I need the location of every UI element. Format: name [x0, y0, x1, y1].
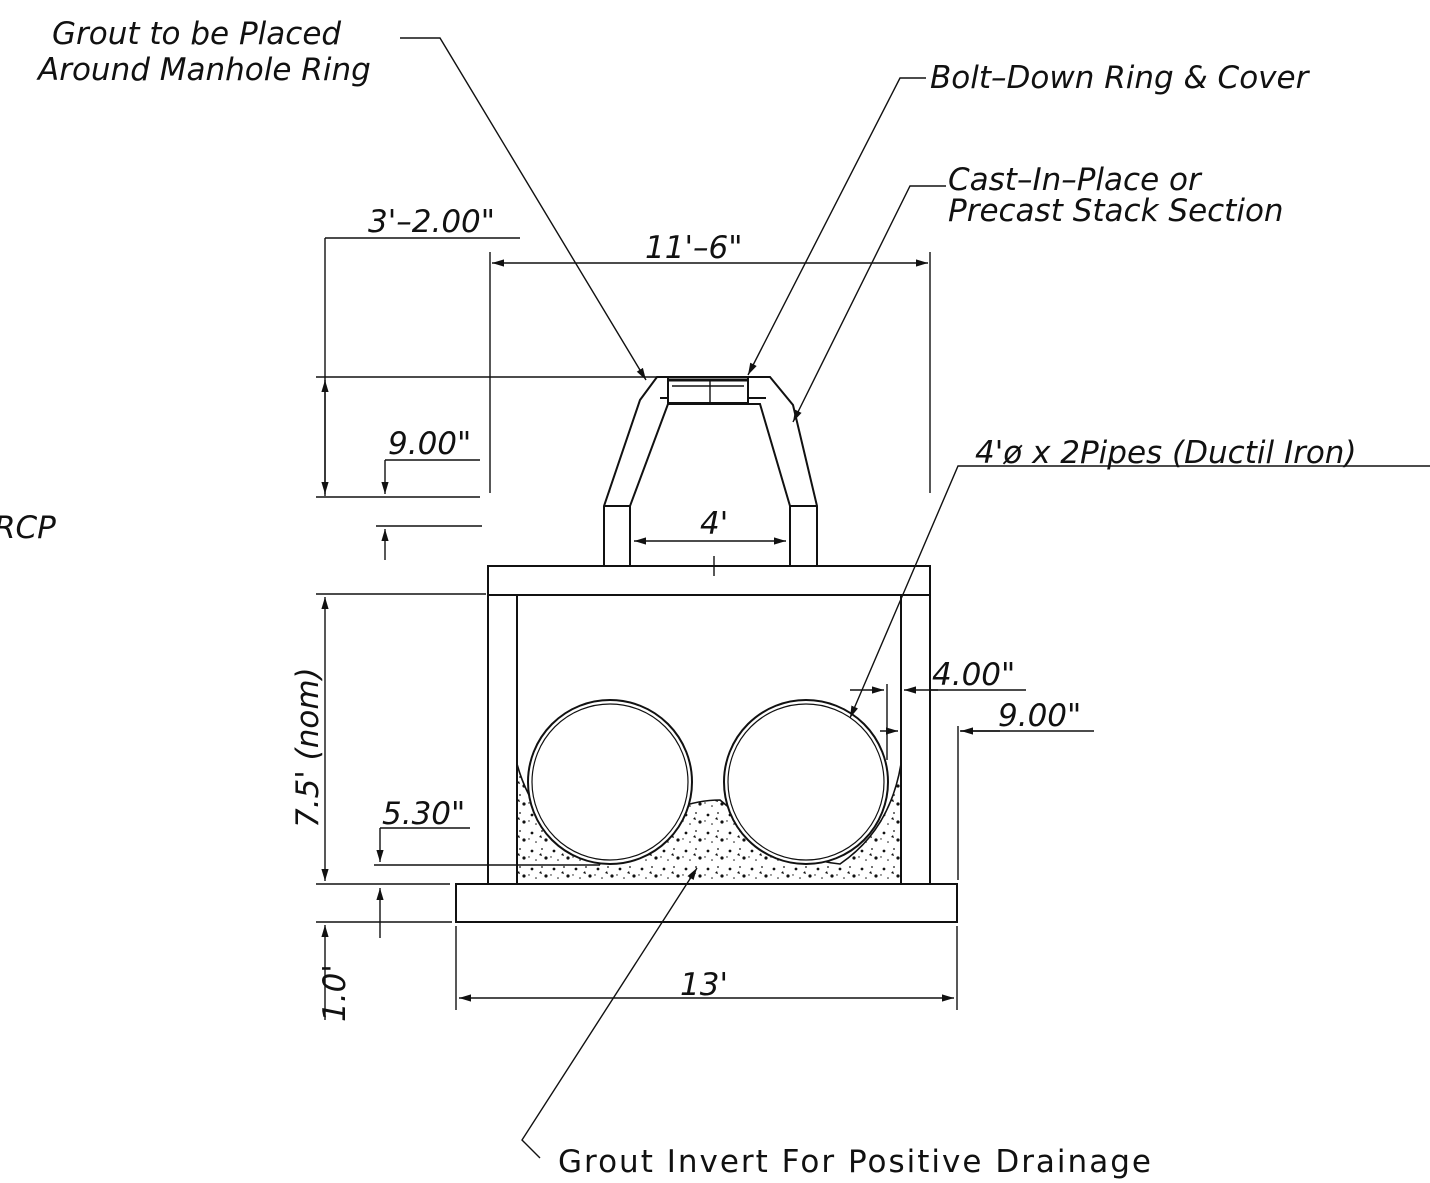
ring-and-cover	[660, 376, 766, 404]
dim-base-thickness	[316, 921, 452, 1020]
dim-invert-text: 5.30"	[382, 796, 465, 832]
dim-stack-height-text: 3'–2.00"	[368, 204, 495, 240]
dim-wall-thickness-text: 9.00"	[998, 698, 1081, 734]
pipes	[527, 699, 889, 865]
pipe-left	[527, 699, 693, 865]
dim-base-width-text: 13'	[680, 967, 728, 1003]
dim-slab-text: 9.00"	[388, 426, 471, 462]
dim-wall-thickness	[880, 726, 1094, 880]
label-stack-2: Precast Stack Section	[948, 193, 1284, 229]
label-stack-1: Cast–In–Place or	[948, 162, 1203, 198]
dim-top-width	[489, 252, 931, 493]
label-grout-ring-1: Grout to be Placed	[52, 16, 341, 52]
dim-slab	[376, 459, 482, 560]
base-slab	[455, 883, 958, 923]
dim-wall-gap-text: 4.00"	[932, 657, 1015, 693]
label-pipes: 4'ø x 2Pipes (Ductil Iron)	[975, 435, 1357, 471]
label-bolt-down: Bolt–Down Ring & Cover	[930, 60, 1311, 96]
dim-wall-gap	[850, 684, 1026, 760]
dim-box-height	[316, 593, 486, 885]
dim-opening	[634, 537, 786, 576]
dim-opening-text: 4'	[700, 506, 728, 542]
label-rcp: RCP	[0, 510, 56, 546]
pipe-right	[723, 699, 889, 865]
dim-base-thickness-text: 1.0'	[317, 964, 353, 1022]
dim-base-width	[455, 926, 958, 1010]
dim-stack-height	[316, 237, 660, 498]
dim-box-height-text: 7.5' (nom)	[290, 667, 326, 828]
top-slab	[487, 565, 931, 596]
dim-top-width-text: 11'–6"	[645, 230, 742, 266]
dim-invert	[374, 827, 600, 938]
label-grout-ring-2: Around Manhole Ring	[36, 52, 371, 88]
label-grout-invert: Grout Invert For Positive Drainage	[558, 1144, 1153, 1180]
